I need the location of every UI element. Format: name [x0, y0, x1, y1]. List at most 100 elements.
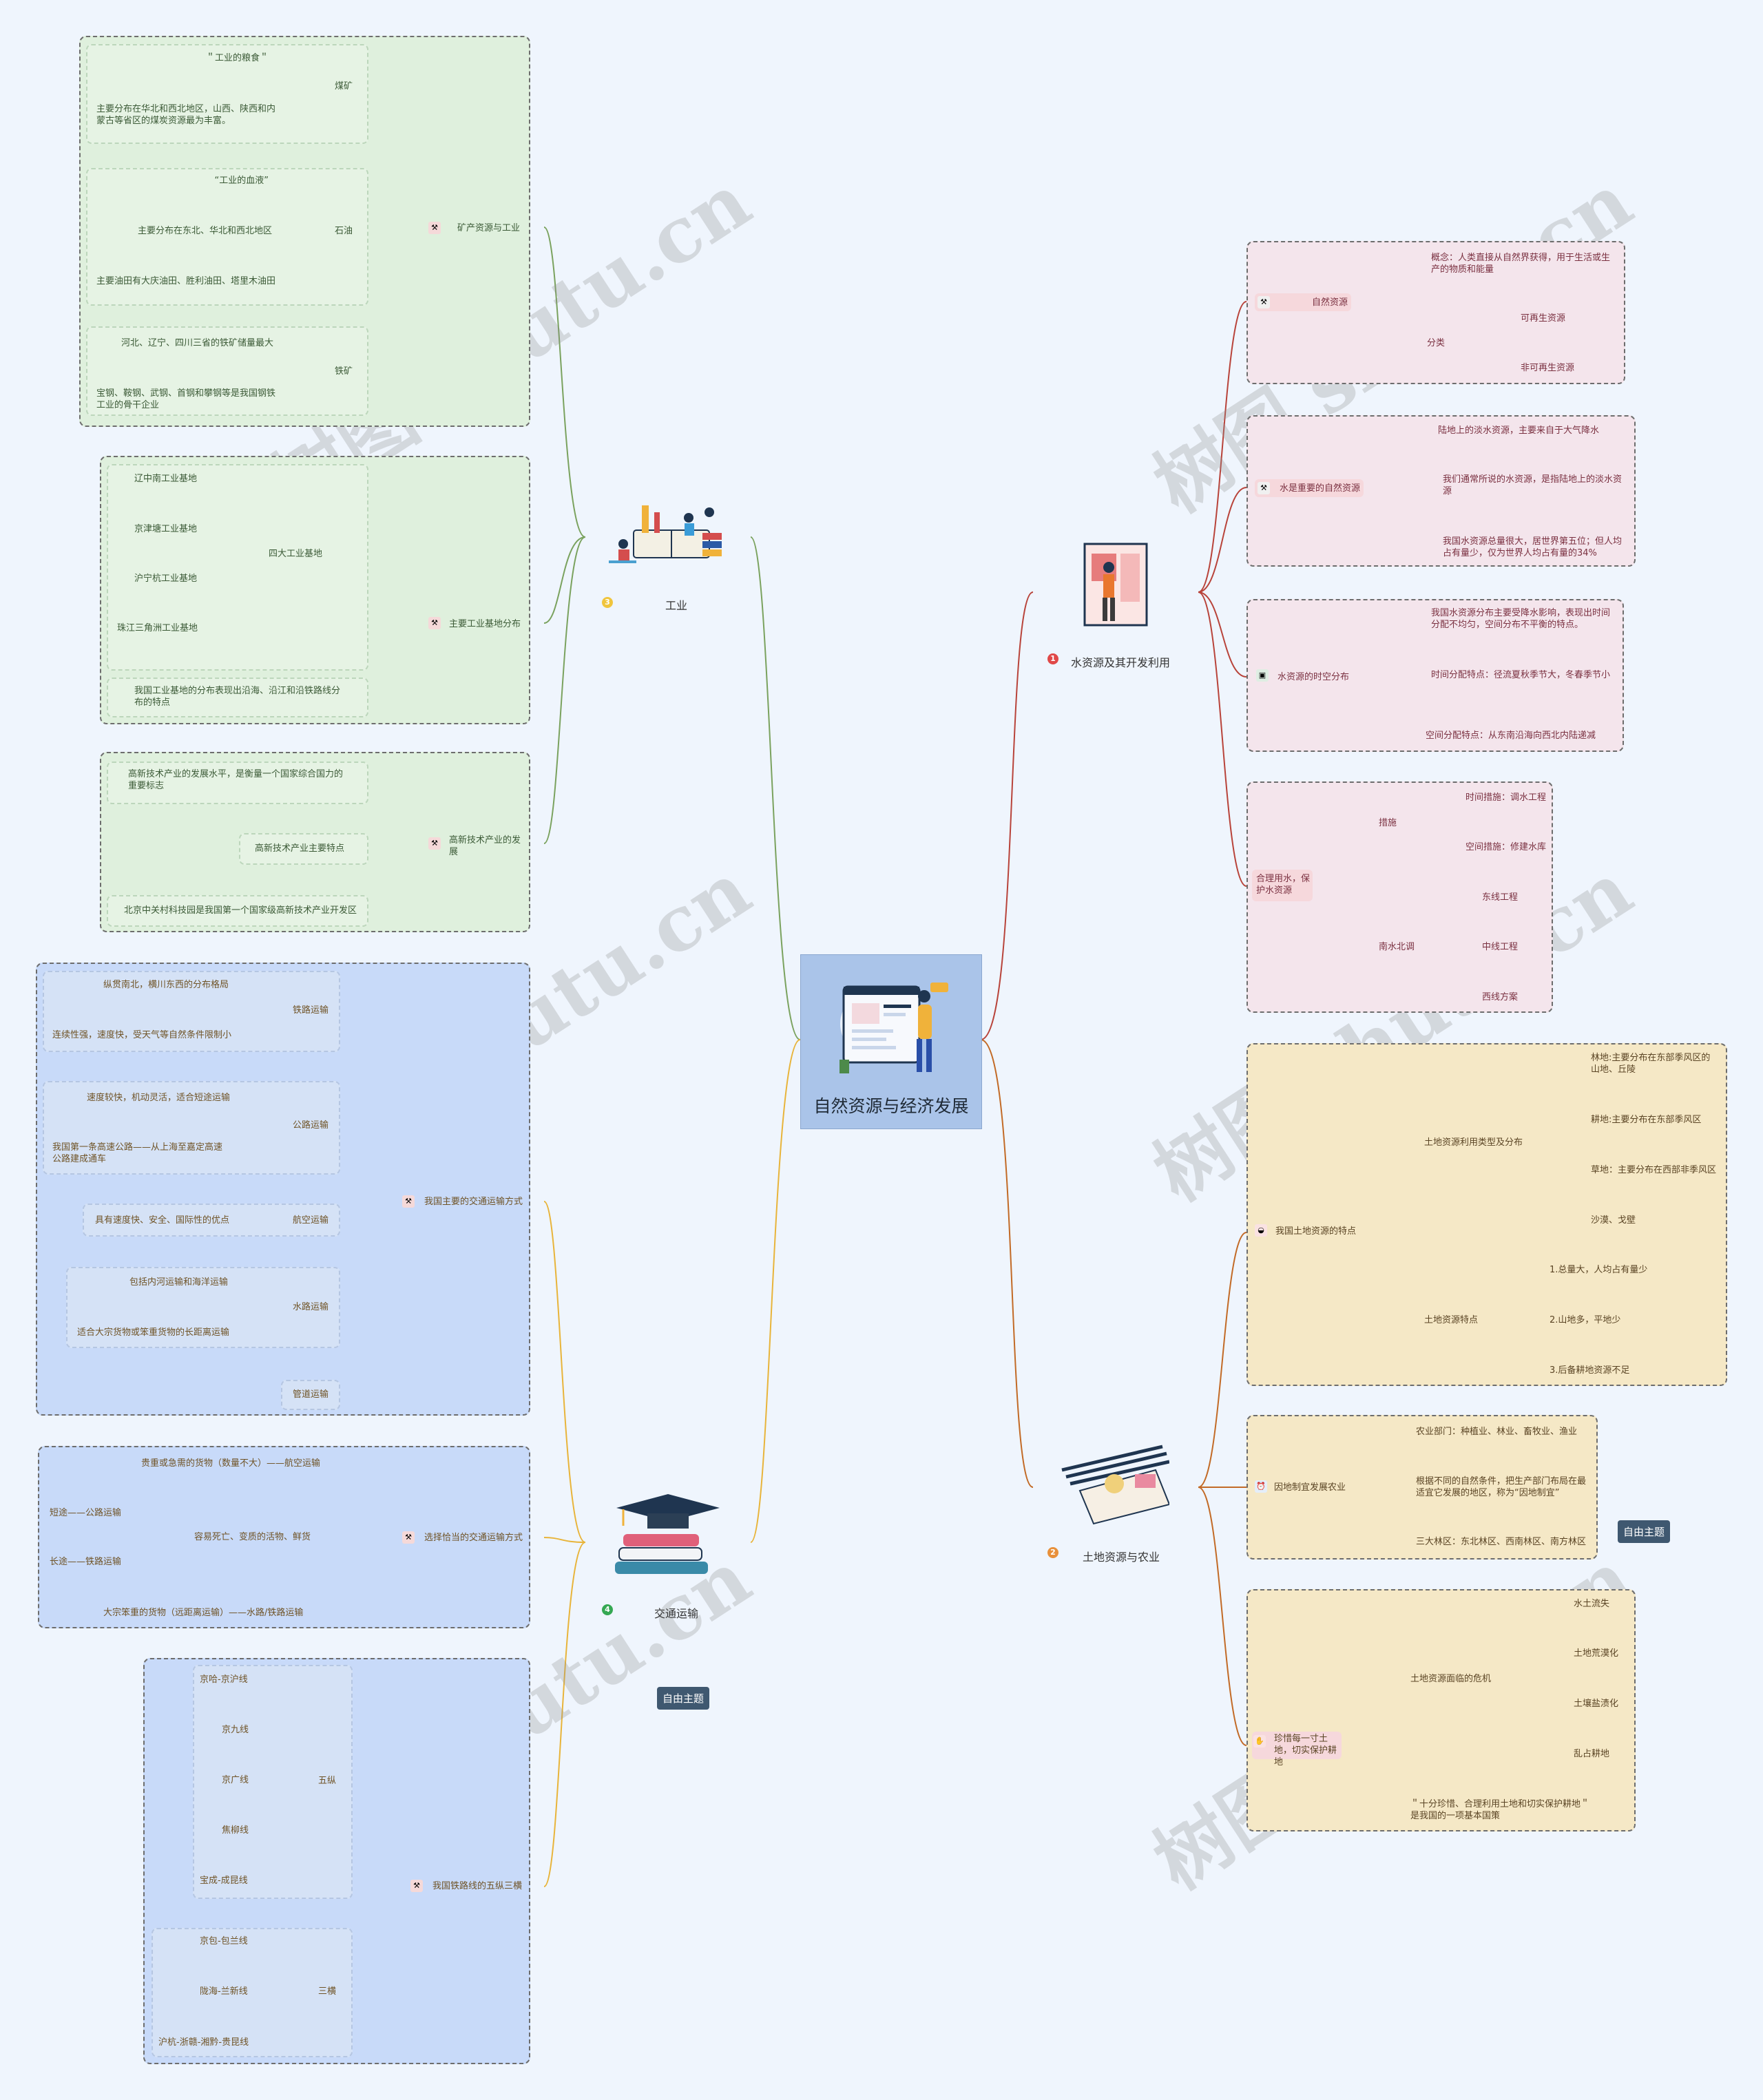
rail-label: 铁路运输	[293, 1005, 329, 1016]
coal-item: 主要分布在华北和西北地区，山西、陕西和内蒙古等省区的煤炭资源最为丰富。	[96, 104, 276, 126]
rail-lines-label[interactable]: 我国铁路线的五纵三横	[432, 1881, 523, 1891]
choose-item: 长途——铁路运输	[50, 1557, 122, 1567]
natural-resource-concept: 概念：人类直接从自然界获得，用于生活或生产的物质和能量	[1431, 253, 1611, 275]
water-protect-pill	[1252, 870, 1313, 901]
cherish-land-group	[1246, 1589, 1636, 1831]
five-vertical-item: 京哈-京沪线	[200, 1674, 248, 1685]
land-crisis-label: 土地资源面临的危机	[1410, 1674, 1492, 1684]
bases-label[interactable]: 主要工业基地分布	[449, 619, 521, 629]
water-important-item: 我们通常所说的水资源，是指陆地上的淡水资源	[1443, 474, 1623, 496]
hitech-box	[239, 833, 368, 865]
south-north-diversion-label: 南水北调	[1379, 942, 1415, 952]
natural-resource-label[interactable]: 自然资源	[1312, 297, 1348, 308]
water-transport-item: 包括内河运输和海洋运输	[129, 1277, 229, 1288]
oil-label: 石油	[335, 226, 353, 236]
base-item: 沪宁杭工业基地	[134, 574, 198, 584]
air-label: 航空运输	[293, 1215, 329, 1226]
base-item: 京津塘工业基地	[134, 524, 198, 534]
choose-transport-label[interactable]: 选择恰当的交通运输方式	[424, 1533, 523, 1543]
iron-item: 宝钢、鞍钢、武钢、首钢和攀钢等是我国钢铁工业的骨干企业	[96, 388, 276, 410]
free-topic-node[interactable]: 自由主题	[657, 1687, 710, 1710]
water-distribution-item: 我国水资源分布主要受降水影响，表现出时间分配不均匀，空间分布不平衡的特点。	[1431, 608, 1611, 630]
agriculture-group	[1246, 1415, 1598, 1560]
diversion-route: 东线工程	[1482, 892, 1519, 903]
land-characteristic: 2.山地多，平地少	[1550, 1315, 1621, 1325]
branch-land-label[interactable]: 土地资源与农业	[1083, 1551, 1160, 1564]
air-box	[83, 1204, 340, 1237]
oil-box	[86, 168, 368, 306]
rail-item: 纵贯南北，横川东西的分布格局	[103, 980, 229, 990]
base-item: 辽中南工业基地	[134, 474, 198, 484]
bases-note: 我国工业基地的分布表现出沿海、沿江和沿铁路线分布的特点	[134, 686, 341, 708]
agriculture-item: 根据不同的自然条件，把生产部门布局在最适宜它发展的地区，称为“因地制宜”	[1416, 1476, 1587, 1498]
water-distribution-item: 时间分配特点：径流夏秋季节大，冬春季节小	[1431, 670, 1611, 680]
oil-item: “工业的血液”	[214, 176, 269, 186]
bases-group	[100, 456, 530, 724]
person-icon: ✋	[1253, 1735, 1266, 1747]
five-vertical-label: 五纵	[318, 1776, 337, 1786]
free-topic-node[interactable]: 自由主题	[1618, 1520, 1671, 1543]
rail-box	[43, 971, 340, 1052]
rail-item: 连续性强，速度快，受天气等自然条件限制小	[52, 1030, 232, 1040]
road-label: 公路运输	[293, 1120, 329, 1131]
land-use-label: 土地资源利用类型及分布	[1424, 1137, 1523, 1148]
land-use-item: 草地：主要分布在西部非季风区	[1591, 1165, 1717, 1175]
pipe-box	[281, 1380, 340, 1410]
hitech-group	[100, 752, 530, 932]
books-people-illustration	[609, 505, 722, 563]
diversion-route: 中线工程	[1482, 942, 1519, 952]
five-vertical-item: 宝成-成昆线	[200, 1876, 248, 1886]
transport-modes-label[interactable]: 我国主要的交通运输方式	[424, 1197, 523, 1207]
nonrenewable-resource: 非可再生资源	[1521, 363, 1575, 373]
choose-transport-icon: ⚒	[402, 1531, 415, 1544]
branch-industry-label[interactable]: 工业	[665, 599, 688, 612]
three-horizontal-item: 陇海-兰新线	[200, 1986, 248, 1997]
water-important-item: 我国水资源总量很大，居世界第五位；但人均占有量少，仅为世界人均占有量的34%	[1443, 536, 1623, 558]
hitech-icon: ⚒	[428, 837, 441, 850]
measure-item: 时间措施：调水工程	[1465, 792, 1547, 803]
diversion-route: 西线方案	[1482, 992, 1519, 1002]
branch-water-label[interactable]: 水资源及其开发利用	[1071, 656, 1171, 669]
water-transport-label: 水路运输	[293, 1302, 329, 1312]
water-important-item: 陆地上的淡水资源，主要来自于大气降水	[1438, 426, 1600, 436]
water-protect-label[interactable]: 合理用水，保护水资源	[1256, 874, 1311, 896]
mineral-label[interactable]: 矿产资源与工业	[457, 223, 521, 233]
branch-transport-label[interactable]: 交通运输	[654, 1607, 699, 1620]
air-item: 具有速度快、安全、国际性的优点	[95, 1215, 230, 1226]
pipe-label: 管道运输	[293, 1389, 329, 1400]
choose-item: 容易死亡、变质的活物、鲜货	[194, 1532, 311, 1542]
link-center-transport	[750, 1039, 801, 1543]
water-important-label[interactable]: 水是重要的自然资源	[1280, 483, 1361, 494]
water-distribution-group	[1246, 599, 1624, 752]
renewable-resource: 可再生资源	[1521, 313, 1566, 324]
classification-label: 分类	[1427, 338, 1446, 348]
five-vertical-item: 京九线	[222, 1725, 249, 1735]
water-distribution-item: 空间分配特点：从东南沿海向西北内陆递减	[1426, 731, 1596, 741]
water-distribution-label[interactable]: 水资源的时空分布	[1277, 672, 1350, 682]
three-horizontal-label: 三横	[318, 1986, 337, 1997]
bases-note-box	[107, 678, 368, 717]
bases-icon: ⚒	[428, 617, 441, 629]
rail-lines-icon: ⚒	[410, 1880, 423, 1892]
road-item: 速度较快，机动灵活，适合短途运输	[87, 1093, 231, 1103]
hitech-label[interactable]: 高新技术产业的发展	[449, 835, 521, 857]
agriculture-label[interactable]: 因地制宜发展农业	[1274, 1482, 1346, 1493]
graduation-cap-books-icon	[615, 1494, 720, 1574]
agriculture-item: 农业部门：种植业、林业、畜牧业、渔业	[1416, 1427, 1578, 1437]
mineral-icon: ⚒	[428, 222, 441, 234]
base-item: 珠江三角洲工业基地	[117, 623, 198, 633]
transport-modes-icon: ⚒	[402, 1195, 415, 1208]
cherish-land-label[interactable]: 珍惜每一寸土地，切实保护耕地	[1274, 1734, 1337, 1767]
five-vertical-item: 京广线	[222, 1775, 249, 1785]
natural-resource-group	[1246, 241, 1625, 384]
alarm-clock-icon: ⏰	[1255, 1480, 1267, 1493]
iron-label: 铁矿	[335, 366, 353, 377]
three-horizontal-item: 京包-包兰线	[200, 1936, 248, 1946]
choose-item: 贵重或急需的货物（数量不大）——航空运输	[141, 1458, 321, 1469]
iron-item: 河北、辽宁、四川三省的铁矿储量最大	[121, 338, 274, 348]
central-topic[interactable]: 自然资源与经济发展	[800, 954, 982, 1129]
transport-modes-group	[36, 963, 530, 1416]
land-characteristic: 1.总量大，人均占有量少	[1550, 1265, 1648, 1275]
land-use-item: 沙漠、戈壁	[1591, 1215, 1636, 1226]
land-features-label[interactable]: 我国土地资源的特点	[1275, 1226, 1357, 1237]
